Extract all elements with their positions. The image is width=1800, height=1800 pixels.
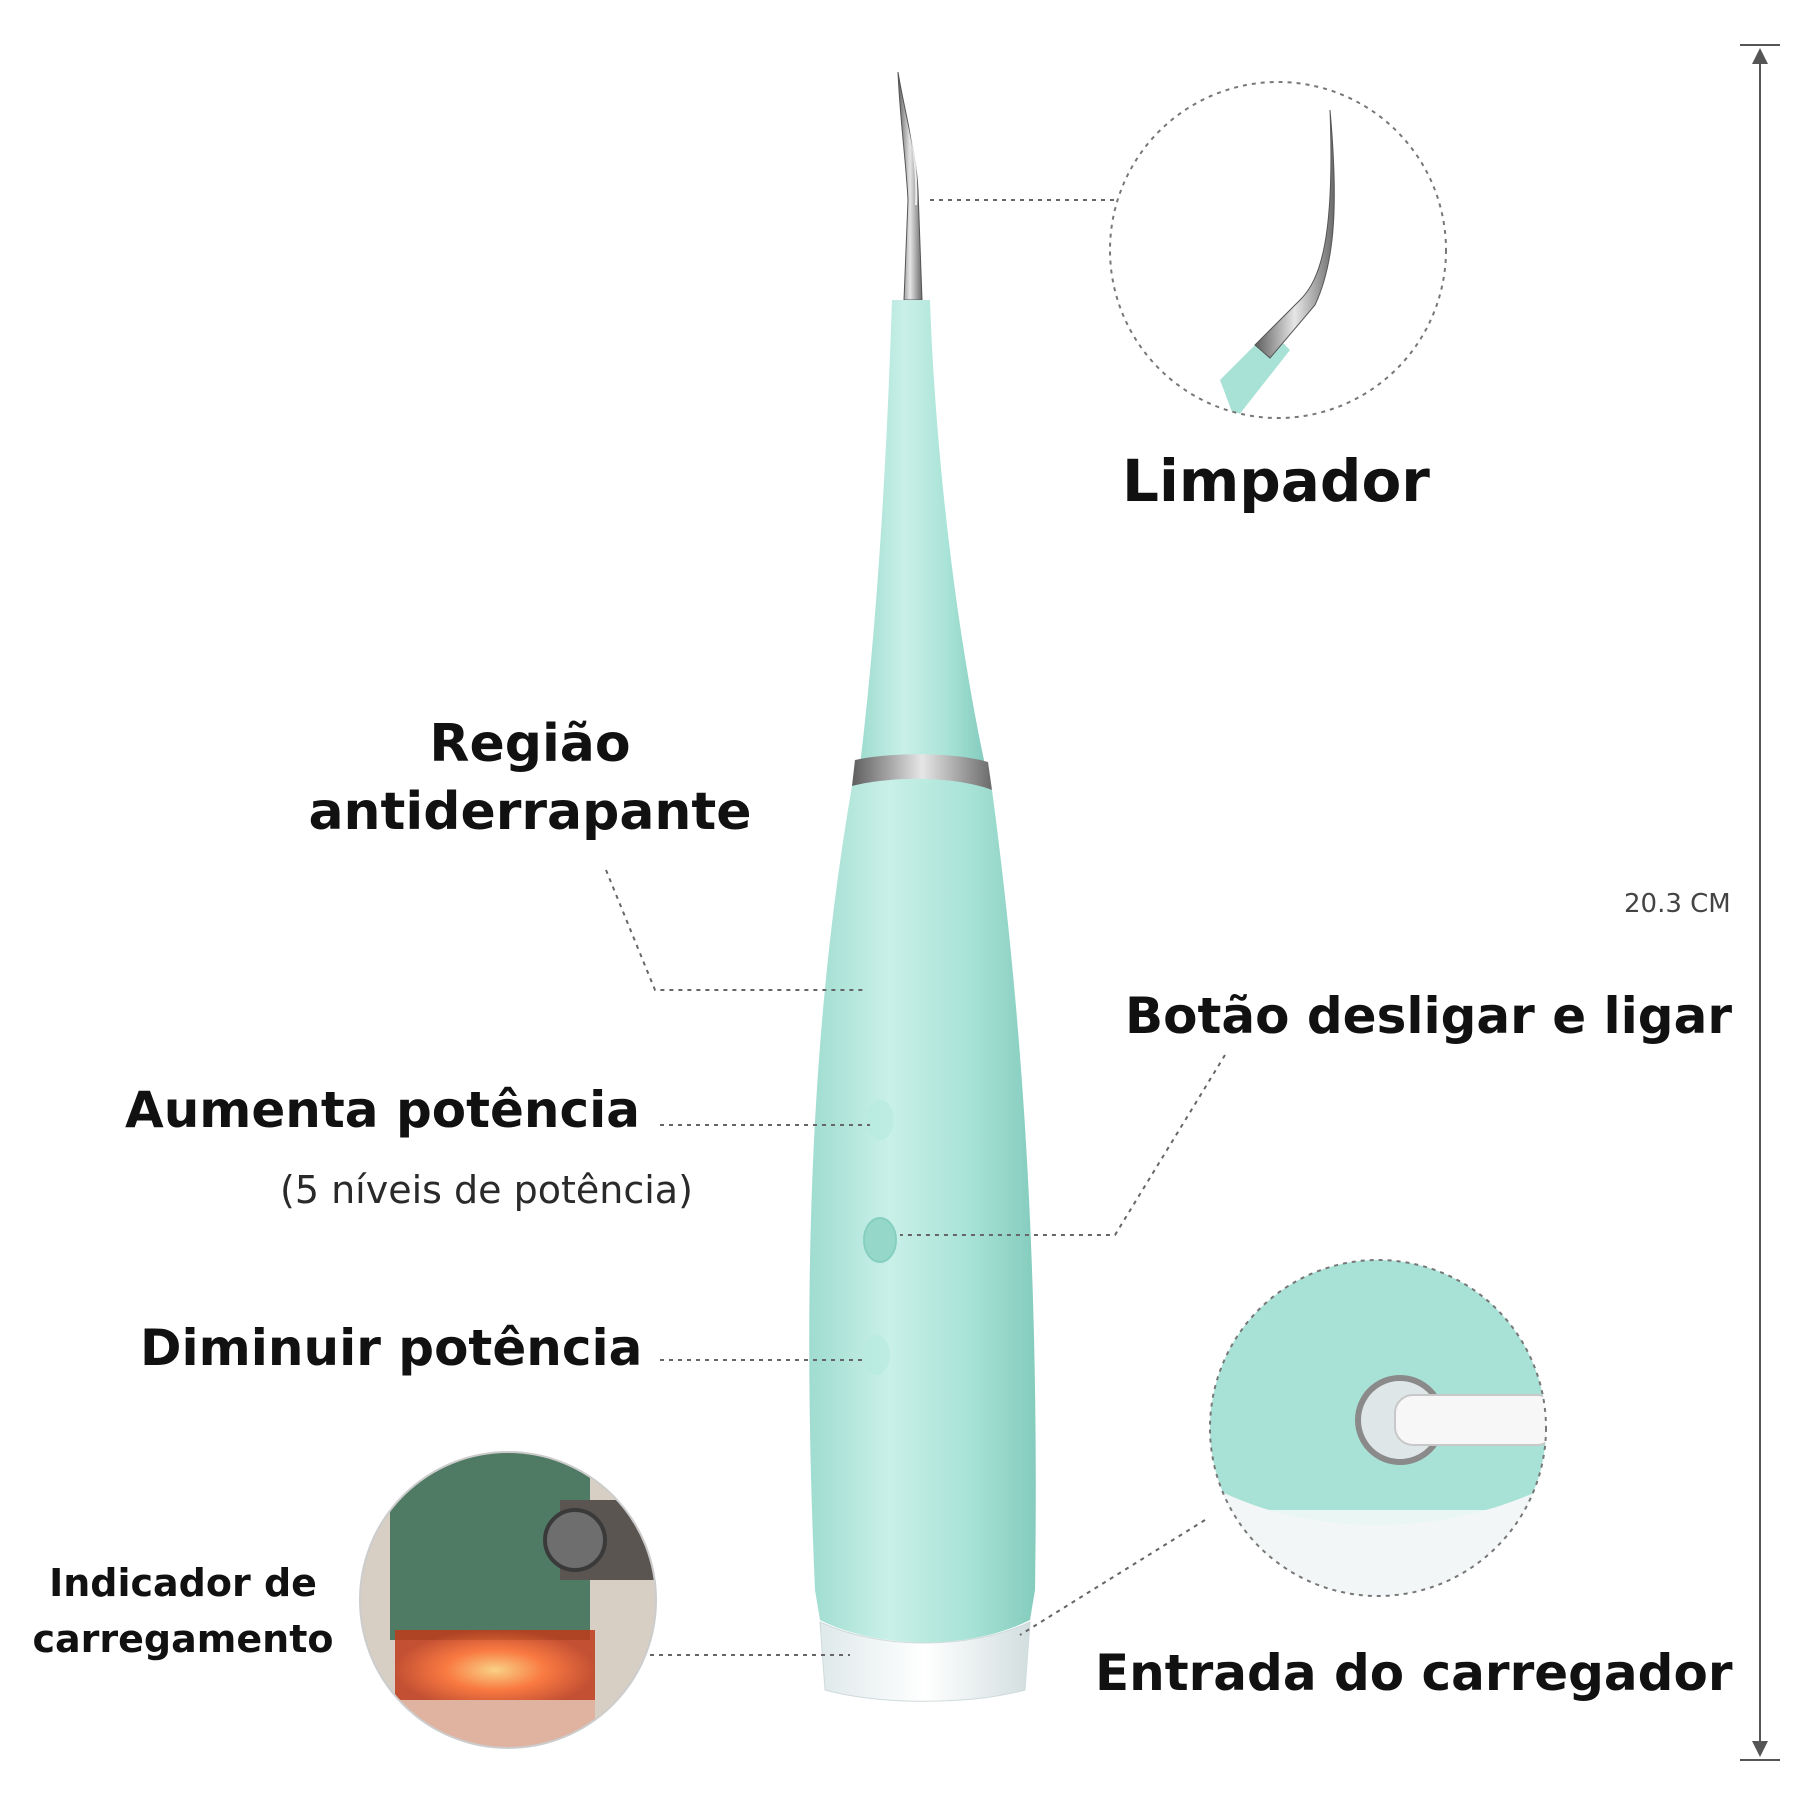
dimension-label: 20.3 CM [1622,885,1733,923]
device [809,71,1036,1702]
charger-port-closeup [1209,1259,1547,1597]
power-down-button[interactable] [862,1335,890,1375]
on-off-label: Botão desligar e ligar [1125,987,1732,1045]
cleaner-label: Limpador [1122,447,1430,515]
dimension-line [1740,44,1780,1761]
grip-label-line2: antiderrapante [308,781,752,842]
on-off-button[interactable] [863,1217,897,1263]
power-up-note: (5 níveis de potência) [280,1168,693,1212]
charge-indicator-line1: Indicador de [49,1561,317,1605]
charge-indicator-label: Indicador de carregamento [18,1561,348,1661]
cleaner-closeup [1109,81,1447,419]
power-down-label: Diminuir potência [140,1319,643,1377]
leader-lines [605,199,1226,1656]
device-base [819,1621,1031,1702]
power-up-button[interactable] [866,1100,894,1140]
device-body [809,778,1036,1643]
charge-indicator-line2: carregamento [32,1616,334,1661]
power-up-label: Aumenta potência [125,1081,641,1139]
grip-label: Região antiderrapante [300,714,760,843]
scaler-tip [897,71,923,301]
grip-label-line1: Região [429,714,631,774]
device-nozzle [860,300,985,765]
charger-port-label: Entrada do carregador [1095,1644,1733,1702]
charge-indicator-closeup [359,1451,657,1749]
